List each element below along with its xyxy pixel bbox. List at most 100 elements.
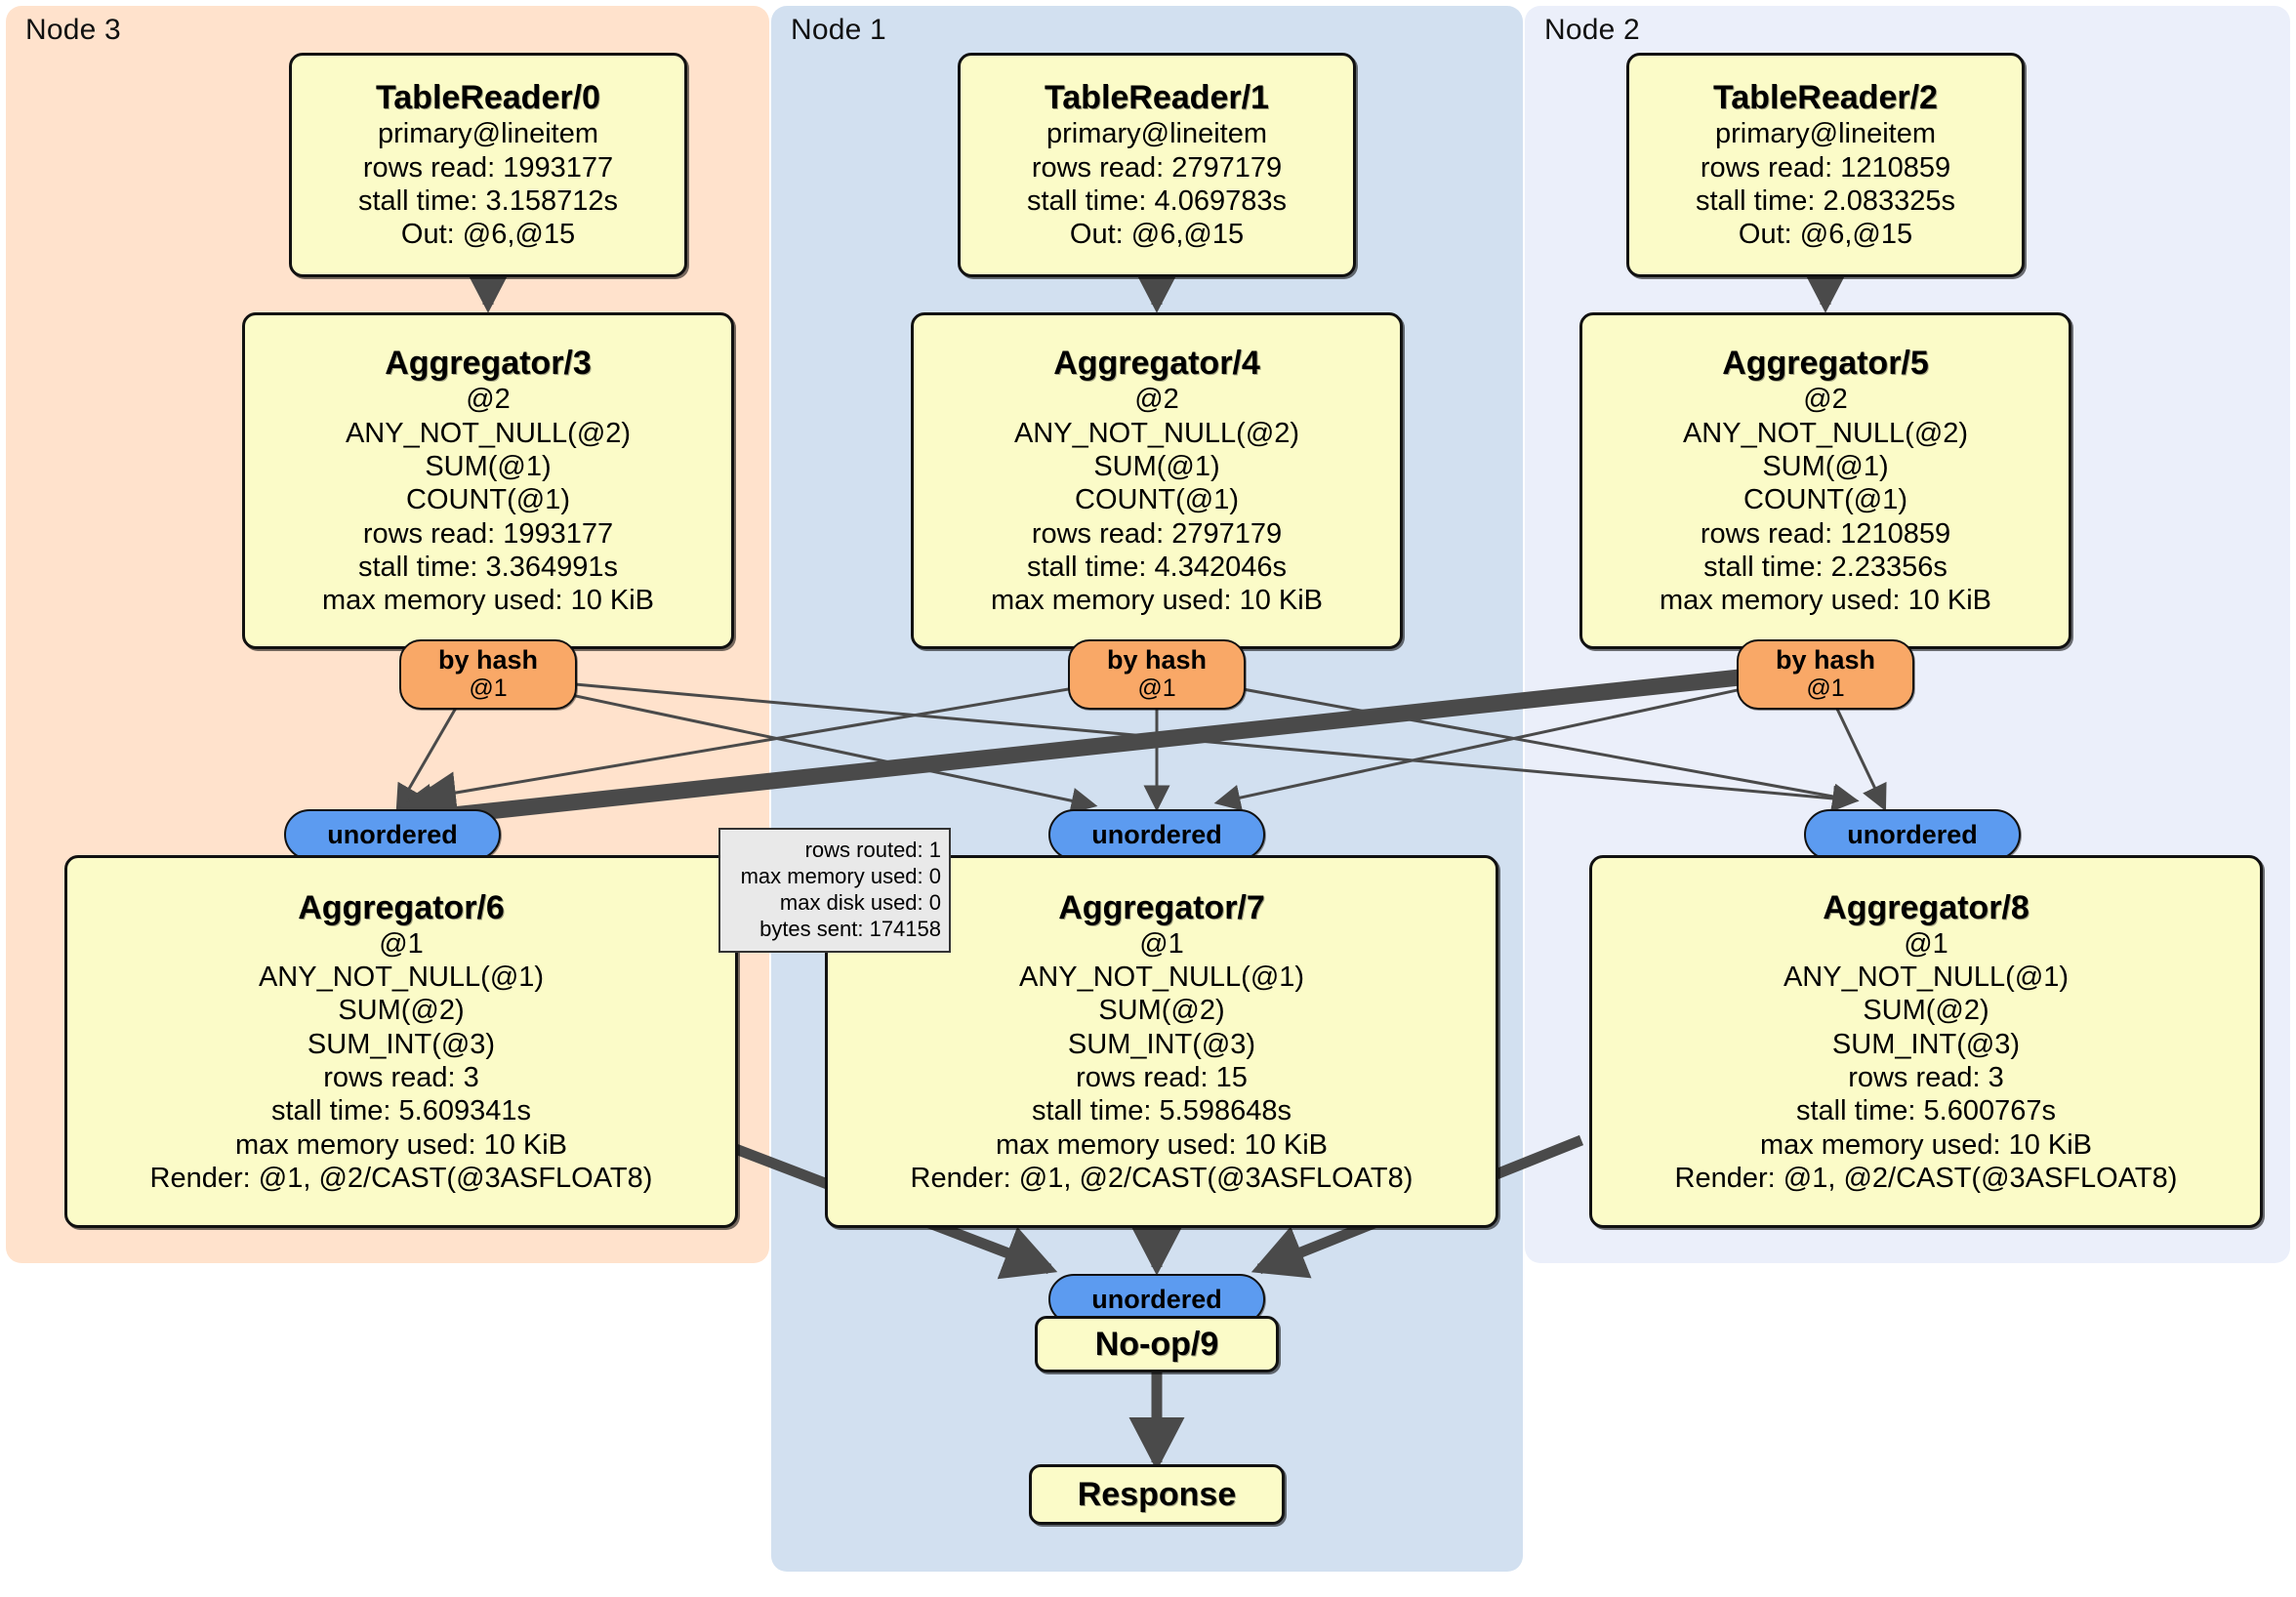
node-detail: stall time: 4.342046s (1027, 552, 1287, 584)
node-title: Aggregator/7 (1058, 888, 1265, 926)
synchronizer-label: unordered (327, 819, 458, 849)
synchronizer-unordered-0[interactable]: unordered (284, 809, 501, 860)
node-detail: stall time: 4.069783s (1027, 185, 1287, 218)
hash-router-1[interactable]: by hash @1 (1068, 639, 1246, 710)
node-detail: Out: @6,@15 (1069, 219, 1245, 251)
node-tablereader-0[interactable]: TableReader/0 primary@lineitem rows read… (289, 53, 687, 277)
node-detail: ANY_NOT_NULL(@1) (258, 961, 545, 993)
node-tablereader-2[interactable]: TableReader/2 primary@lineitem rows read… (1626, 53, 2025, 277)
node-detail: primary@lineitem (1046, 118, 1268, 150)
node-detail: rows read: 1210859 (1700, 151, 1951, 184)
node-detail: @1 (1904, 927, 1948, 960)
stats-line: max memory used: 0 (740, 864, 941, 889)
node-detail: SUM_INT(@3) (307, 1028, 496, 1060)
node-detail: SUM_INT(@3) (1831, 1028, 2021, 1060)
node-detail: COUNT(@1) (406, 484, 570, 516)
node-detail: primary@lineitem (1714, 118, 1937, 150)
hash-router-column: @1 (1806, 675, 1845, 703)
node-detail: ANY_NOT_NULL(@1) (1018, 961, 1305, 993)
cluster-node-1-label: Node 1 (791, 14, 886, 46)
node-detail: Out: @6,@15 (1738, 219, 1913, 251)
node-detail: stall time: 5.609341s (271, 1095, 531, 1127)
node-detail: Render: @1, @2/CAST(@3ASFLOAT8) (1674, 1163, 2178, 1195)
node-title: Aggregator/5 (1722, 345, 1929, 383)
node-detail: rows read: 1993177 (362, 151, 614, 184)
stream-stats-tooltip: rows routed: 1 max memory used: 0 max di… (718, 828, 951, 953)
node-detail: @1 (1139, 927, 1184, 960)
cluster-node-3-label: Node 3 (25, 14, 121, 46)
node-title: Aggregator/6 (298, 888, 505, 926)
node-detail: stall time: 3.158712s (358, 185, 618, 218)
node-detail: rows read: 2797179 (1031, 517, 1283, 550)
node-detail: @2 (1803, 384, 1848, 416)
stats-line: rows routed: 1 (804, 838, 941, 863)
node-detail: ANY_NOT_NULL(@2) (1013, 417, 1300, 449)
node-detail: rows read: 1993177 (362, 517, 614, 550)
node-detail: max memory used: 10 KiB (1759, 1128, 2093, 1161)
node-aggregator-6[interactable]: Aggregator/6 @1 ANY_NOT_NULL(@1) SUM(@2)… (64, 855, 738, 1228)
node-detail: stall time: 5.598648s (1032, 1095, 1292, 1127)
node-no-op-9[interactable]: No-op/9 (1035, 1316, 1279, 1372)
node-aggregator-8[interactable]: Aggregator/8 @1 ANY_NOT_NULL(@1) SUM(@2)… (1589, 855, 2263, 1228)
node-detail: COUNT(@1) (1743, 484, 1907, 516)
node-aggregator-4[interactable]: Aggregator/4 @2 ANY_NOT_NULL(@2) SUM(@1)… (911, 312, 1403, 649)
node-detail: rows read: 2797179 (1031, 151, 1283, 184)
node-detail: max memory used: 10 KiB (321, 585, 655, 617)
node-detail: ANY_NOT_NULL(@2) (1682, 417, 1969, 449)
node-detail: SUM(@1) (1762, 451, 1889, 483)
node-detail: rows read: 3 (323, 1062, 479, 1094)
node-title: No-op/9 (1094, 1325, 1219, 1363)
node-detail: SUM(@1) (425, 451, 552, 483)
node-detail: SUM(@2) (338, 995, 465, 1027)
node-detail: max memory used: 10 KiB (1659, 585, 1992, 617)
stats-line: max disk used: 0 (779, 890, 941, 915)
node-detail: ANY_NOT_NULL(@2) (345, 417, 632, 449)
node-detail: stall time: 2.083325s (1696, 185, 1955, 218)
node-detail: ANY_NOT_NULL(@1) (1783, 961, 2070, 993)
node-detail: SUM(@1) (1093, 451, 1220, 483)
hash-router-label: by hash (1106, 645, 1208, 676)
hash-router-2[interactable]: by hash @1 (1737, 639, 1914, 710)
node-detail: primary@lineitem (377, 118, 599, 150)
hash-router-column: @1 (469, 675, 508, 703)
node-detail: SUM_INT(@3) (1067, 1028, 1256, 1060)
synchronizer-label: unordered (1847, 819, 1978, 849)
node-detail: Render: @1, @2/CAST(@3ASFLOAT8) (149, 1163, 653, 1195)
stats-line: bytes sent: 174158 (759, 916, 941, 941)
node-detail: max memory used: 10 KiB (995, 1128, 1329, 1161)
synchronizer-label: unordered (1091, 1284, 1222, 1314)
node-title: TableReader/1 (1045, 79, 1269, 117)
node-title: Aggregator/8 (1823, 888, 2030, 926)
node-title: Aggregator/4 (1053, 345, 1260, 383)
node-detail: COUNT(@1) (1075, 484, 1239, 516)
node-aggregator-3[interactable]: Aggregator/3 @2 ANY_NOT_NULL(@2) SUM(@1)… (242, 312, 734, 649)
node-detail: @2 (1134, 384, 1179, 416)
node-detail: rows read: 1210859 (1700, 517, 1951, 550)
node-title: Response (1077, 1475, 1237, 1513)
node-tablereader-1[interactable]: TableReader/1 primary@lineitem rows read… (958, 53, 1356, 277)
node-detail: Out: @6,@15 (400, 219, 576, 251)
node-detail: rows read: 3 (1848, 1062, 2004, 1094)
node-title: Aggregator/3 (385, 345, 592, 383)
hash-router-0[interactable]: by hash @1 (399, 639, 577, 710)
node-detail: SUM(@2) (1863, 995, 1989, 1027)
node-detail: stall time: 2.23356s (1703, 552, 1948, 584)
node-detail: rows read: 15 (1076, 1062, 1248, 1094)
node-detail: SUM(@2) (1098, 995, 1225, 1027)
node-title: TableReader/0 (376, 79, 600, 117)
node-detail: stall time: 5.600767s (1796, 1095, 2056, 1127)
synchronizer-unordered-2[interactable]: unordered (1804, 809, 2021, 860)
synchronizer-label: unordered (1091, 819, 1222, 849)
cluster-node-2-label: Node 2 (1544, 14, 1640, 46)
synchronizer-unordered-1[interactable]: unordered (1048, 809, 1265, 860)
node-detail: max memory used: 10 KiB (990, 585, 1324, 617)
node-aggregator-5[interactable]: Aggregator/5 @2 ANY_NOT_NULL(@2) SUM(@1)… (1579, 312, 2071, 649)
node-response[interactable]: Response (1029, 1464, 1285, 1525)
node-detail: stall time: 3.364991s (358, 552, 618, 584)
hash-router-label: by hash (437, 645, 539, 676)
node-detail: max memory used: 10 KiB (234, 1128, 568, 1161)
node-title: TableReader/2 (1713, 79, 1938, 117)
node-detail: @2 (466, 384, 511, 416)
hash-router-column: @1 (1137, 675, 1176, 703)
